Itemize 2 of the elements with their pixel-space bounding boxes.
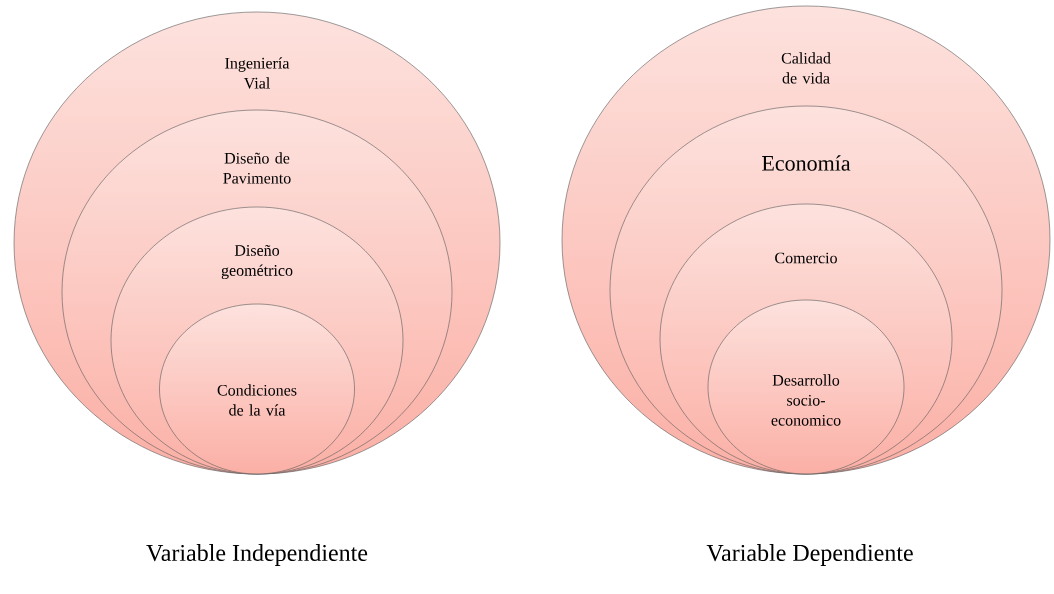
caption: Variable Dependiente <box>706 544 913 566</box>
caption: Variable Independiente <box>146 544 368 566</box>
